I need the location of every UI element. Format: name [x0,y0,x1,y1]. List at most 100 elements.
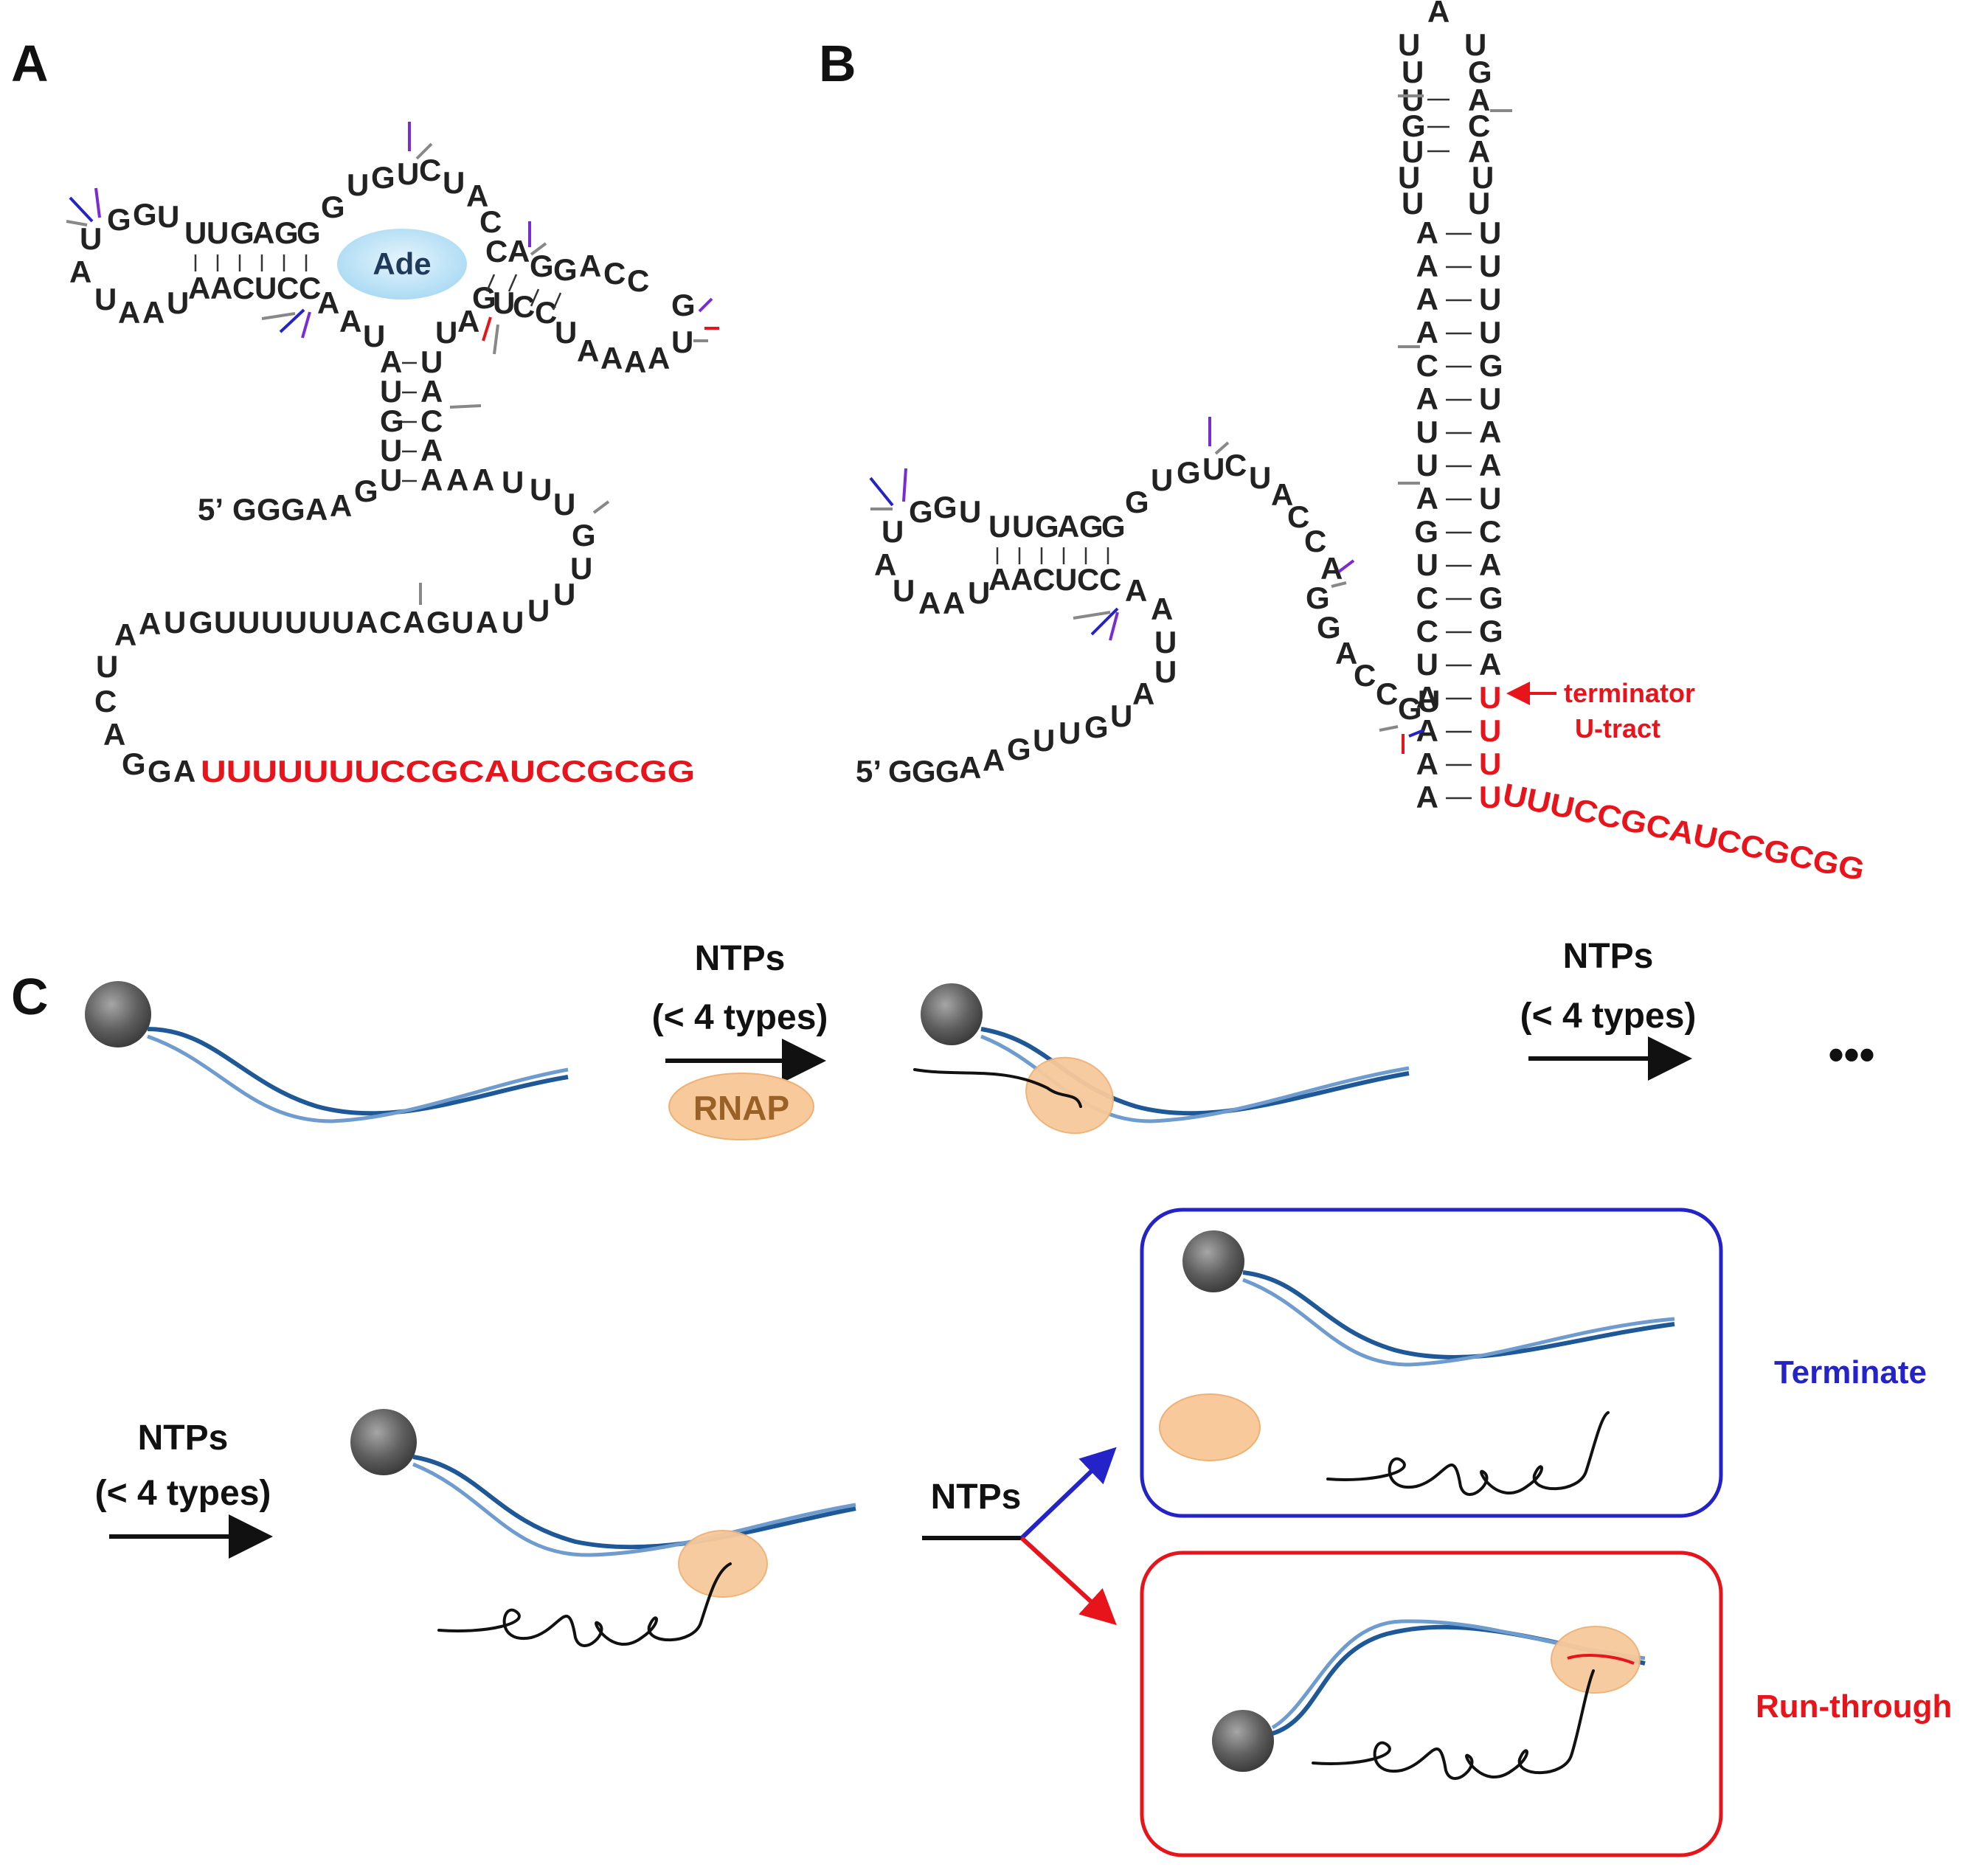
svg-text:U: U [167,285,189,320]
svg-text:U: U [347,167,369,202]
svg-text:A: A [648,341,670,375]
svg-text:A: A [188,271,210,305]
svg-text:G: G [1479,581,1503,615]
dna-bead-1 [85,981,569,1123]
svg-text:A: A [339,304,361,339]
utract-label: U-tract [1575,713,1660,744]
svg-text:U: U [959,494,981,529]
run-through-content [1212,1619,1646,1780]
ellipsis: ••• [1828,1030,1874,1079]
svg-text:G: G [1035,509,1059,544]
svg-text:A: A [330,488,352,523]
svg-text:G: G [1479,614,1503,648]
dna-bead-2 [913,983,1410,1135]
svg-text:U: U [1479,747,1501,781]
svg-text:U: U [1402,83,1424,117]
svg-text:A: A [577,333,599,368]
svg-text:U: U [1110,699,1132,733]
b-left-hairpin: U A U A A U G G U U U G A G G A A C U C … [856,448,1440,789]
svg-text:U: U [1154,654,1177,689]
svg-text:U: U [1059,716,1081,750]
svg-text:G: G [933,490,957,524]
svg-text:U: U [1402,55,1424,89]
svg-text:C: C [1033,562,1055,597]
svg-text:U: U [555,315,577,350]
rnap-label: RNAP [693,1089,789,1127]
svg-text:U: U [570,551,592,586]
svg-text:G: G [1468,55,1492,89]
svg-text:C: C [1479,514,1501,549]
svg-text:U: U [1398,160,1420,195]
svg-text:U: U [1479,249,1501,283]
svg-text:U: U [1479,680,1501,715]
b-red-tail: UUUCCGCAUCCGCGG [1500,777,1868,887]
svg-text:A: A [1416,315,1438,350]
svg-text:A: A [1416,215,1438,250]
structure-a: Ade U A U A A U G G U U U G A G G A A C … [66,122,719,789]
svg-text:U: U [1012,509,1034,544]
svg-text:U: U [968,575,990,610]
rnap-icon [668,1073,814,1140]
svg-text:U: U [1479,315,1501,350]
svg-text:G: G [297,215,321,250]
svg-text:A: A [983,743,1005,777]
svg-text:A: A [1011,562,1033,597]
svg-text:U: U [214,605,236,640]
svg-text:C: C [535,295,557,330]
structure-b: A U U U G U A G C U A U U U U A A A A C … [856,0,1868,887]
svg-text:G: G [122,747,146,781]
svg-text:A: A [959,750,981,785]
terminator-label: terminator [1564,678,1695,708]
c-ntps-sub-3: (< 4 types) [95,1474,271,1513]
svg-text:U: U [1249,460,1271,495]
terminate-box [1140,1208,1723,1518]
svg-text:A: A [420,433,443,468]
adenine-label: Ade [373,246,431,281]
c-ntps-sub-1: (< 4 types) [652,998,828,1037]
svg-text:A: A [918,586,941,620]
svg-text:A: A [380,344,402,379]
svg-text:G: G [321,190,345,224]
svg-text:U: U [285,605,307,640]
svg-text:A: A [446,463,468,497]
svg-text:G: G [1079,509,1104,544]
svg-text:A: A [142,295,164,330]
svg-text:U: U [1479,215,1501,250]
svg-text:U: U [553,577,575,612]
svg-text:U: U [1154,625,1177,659]
svg-text:A: A [624,344,646,379]
svg-text:G: G [553,252,578,287]
svg-text:G: G [572,518,596,553]
svg-text:A: A [1479,415,1501,449]
svg-text:A: A [466,179,488,213]
panel-c: NTPs (< 4 types) RNAP NTPs (< 4 types) •… [85,937,1952,1857]
svg-text:U: U [1402,186,1424,221]
svg-text:U: U [527,593,550,628]
terminate-content [1159,1230,1675,1496]
svg-text:U: U [238,605,260,640]
c-ntps-label-3: NTPs [138,1419,229,1458]
adenine-ligand [337,229,467,299]
svg-text:C: C [513,289,535,324]
svg-text:A: A [1416,481,1438,516]
svg-text:C: C [94,684,117,718]
svg-text:G: G [281,492,305,527]
svg-text:G: G [232,492,257,527]
svg-text:G: G [1414,514,1438,549]
svg-text:G: G [912,754,936,789]
svg-text:A: A [1320,551,1343,586]
svg-text:A: A [173,754,195,789]
svg-text:C: C [379,605,401,640]
svg-text:A: A [508,234,530,269]
svg-text:C: C [419,153,441,187]
svg-text:G: G [1177,455,1201,490]
svg-text:C: C [299,271,321,305]
svg-text:U: U [1416,547,1438,582]
svg-text:A: A [472,463,494,497]
svg-text:C: C [1225,448,1247,482]
svg-text:U: U [1479,381,1501,416]
svg-text:U: U [397,156,419,191]
svg-text:A: A [1057,509,1079,544]
svg-text:A: A [1132,676,1154,711]
svg-text:A: A [874,547,896,582]
